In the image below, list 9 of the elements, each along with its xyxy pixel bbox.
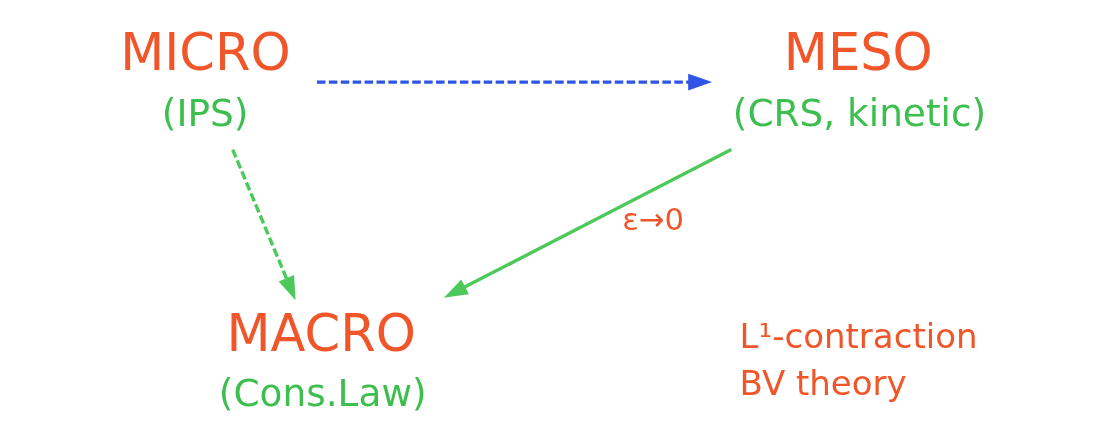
node-text: MACRO (Cons.Law) (218, 303, 427, 416)
node-text: MESO (CRS, kinetic) (732, 23, 986, 135)
arrow (230, 148, 296, 301)
label: BV theory (739, 363, 907, 404)
edge-label: ε→0 (621, 201, 684, 237)
node-text: MICRO (IPS) (119, 23, 291, 135)
label: L¹-contraction (739, 315, 978, 356)
arrow (443, 148, 732, 298)
arrow (316, 73, 712, 91)
